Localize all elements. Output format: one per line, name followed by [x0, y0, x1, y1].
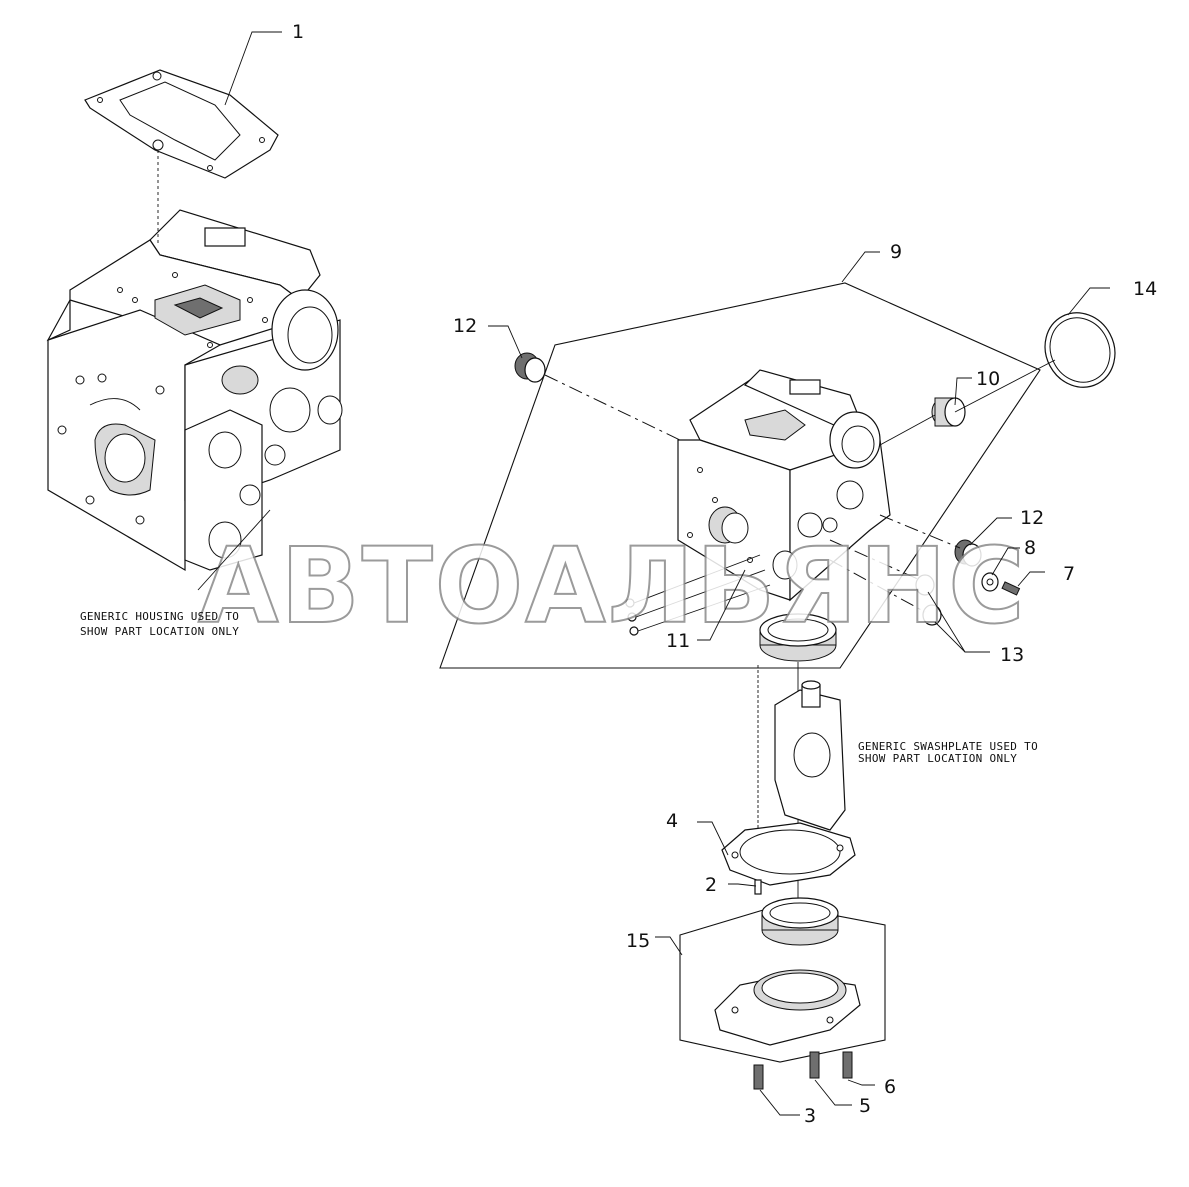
watermark-text: АВТОАЛЬЯНС [198, 525, 1027, 647]
plug-part-12-left [514, 352, 546, 383]
housing-note-line-2: SHOW PART LOCATION ONLY [80, 625, 239, 638]
callout-15: 15 [626, 930, 683, 956]
callout-9-label: 9 [890, 241, 902, 263]
assembly-line-14 [954, 359, 1056, 413]
pin-part-2 [754, 879, 762, 895]
callout-3-label: 3 [804, 1105, 816, 1127]
callout-8: 8 [991, 537, 1036, 576]
housing-note-line-1: GENERIC HOUSING USED TO [80, 610, 239, 623]
bearing-ring-lower [759, 613, 837, 662]
assembly-line-11-a [633, 554, 761, 604]
clip-part-8 [981, 572, 999, 592]
swashplate-note-line-1: GENERIC SWASHPLATE USED TO [858, 740, 1038, 753]
assembly-line-12-left [544, 374, 681, 441]
callout-12-right-label: 12 [1020, 507, 1044, 529]
callout-5: 5 [814, 1079, 871, 1117]
kit-9-outline [439, 282, 1041, 669]
callout-9: 9 [841, 241, 902, 283]
swashplate-note-line-2: SHOW PART LOCATION ONLY [858, 752, 1017, 765]
callout-4-label: 4 [666, 810, 678, 832]
assembly-line-13-a [829, 539, 921, 581]
callout-2: 2 [705, 874, 757, 896]
generic-housing [46, 209, 343, 572]
callout-12-left-label: 12 [453, 315, 477, 337]
screw-part-6 [842, 1051, 853, 1079]
plug-part-13 [915, 574, 942, 626]
o-ring-inner [1049, 317, 1111, 383]
end-cap-plate [714, 969, 861, 1046]
callout-12-right: 12 [969, 507, 1044, 546]
callout-8-label: 8 [1024, 537, 1036, 559]
callout-7: 7 [1017, 563, 1075, 587]
bearing-part-15 [761, 897, 839, 946]
callout-10: 10 [954, 368, 1000, 406]
assembly-line-11-c [637, 584, 771, 632]
generic-swashplate [774, 680, 846, 831]
callout-1-label: 1 [292, 21, 304, 43]
bearing-part-10 [931, 397, 966, 427]
callout-14-label: 14 [1133, 278, 1157, 300]
assembly-line-13-b [829, 559, 926, 613]
callout-7-label: 7 [1063, 563, 1075, 585]
callout-13: 13 [927, 591, 1024, 666]
callout-11-label: 11 [666, 630, 690, 652]
gasket-part-4 [721, 822, 856, 886]
screw-part-3 [753, 1064, 764, 1090]
callout-11: 11 [666, 569, 746, 652]
callout-14: 14 [1067, 278, 1157, 316]
callout-6: 6 [847, 1076, 896, 1098]
callout-1: 1 [224, 21, 304, 106]
callout-3: 3 [759, 1089, 816, 1127]
callout-15-label: 15 [626, 930, 650, 952]
callout-6-label: 6 [884, 1076, 896, 1098]
plug-part-12-right [954, 539, 982, 567]
callout-10-label: 10 [976, 368, 1000, 390]
assembly-line-10 [879, 414, 936, 446]
screw-part-5 [809, 1051, 820, 1079]
center-section-housing [677, 369, 891, 602]
screw-part-7 [1001, 581, 1021, 596]
callout-4: 4 [666, 810, 729, 856]
callout-5-label: 5 [859, 1095, 871, 1117]
housing-note-leader [197, 509, 271, 591]
gasket-part-1 [84, 69, 279, 179]
assembly-line-11-b [635, 569, 766, 618]
callout-13-label: 13 [1000, 644, 1024, 666]
callout-12-left: 12 [453, 315, 523, 359]
callout-2-label: 2 [705, 874, 717, 896]
